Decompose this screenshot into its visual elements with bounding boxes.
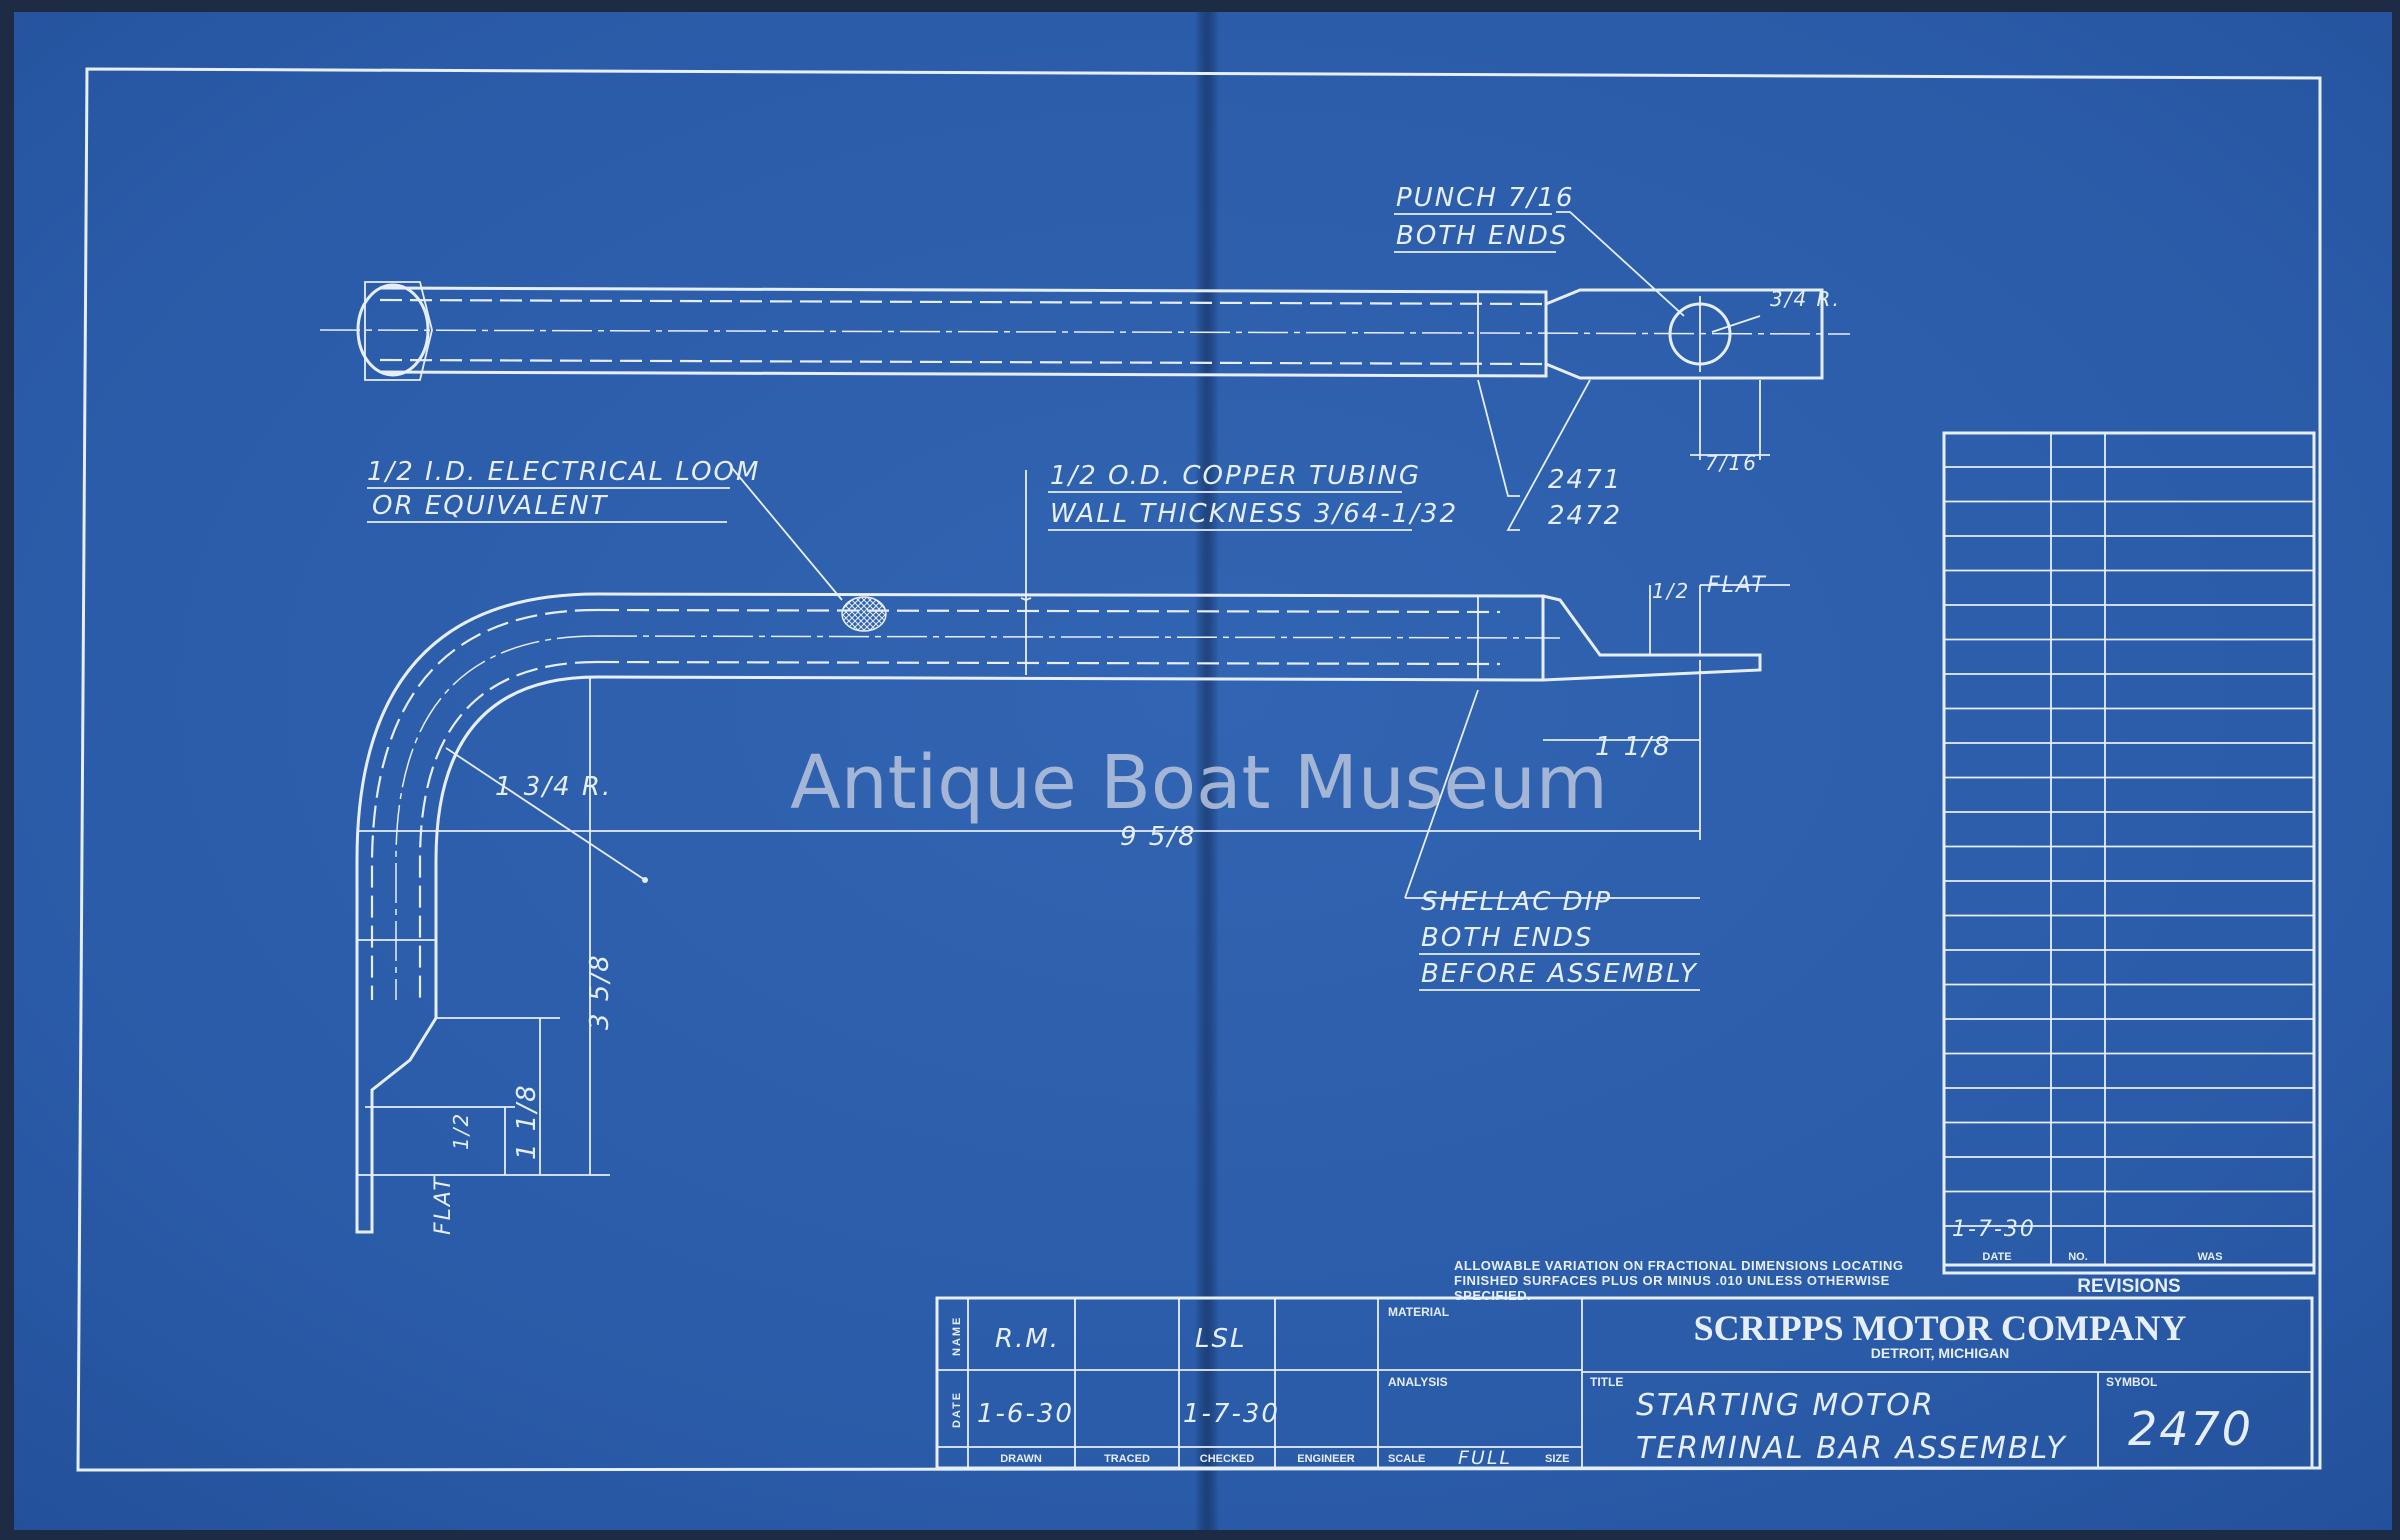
col-checked: CHECKED xyxy=(1200,1453,1254,1465)
rev-col-no: NO. xyxy=(2068,1251,2088,1263)
shellac-note-line1: SHELLAC DIP xyxy=(1421,887,1612,917)
width-dim: 7/16 xyxy=(1705,451,1758,475)
flat-right-label: FLAT xyxy=(1707,573,1767,598)
loom-note-line1: 1/2 I.D. ELECTRICAL LOOM xyxy=(367,457,760,487)
hole-radius-dim: 3/4 R. xyxy=(1770,287,1841,311)
shellac-note-line2: BOTH ENDS xyxy=(1421,923,1593,953)
drawing-symbol: 2470 xyxy=(2128,1402,2253,1456)
flat-left-label: FLAT xyxy=(431,1175,456,1235)
drawing-border xyxy=(76,67,2322,1472)
drawn-date: 1-6-30 xyxy=(977,1399,1074,1429)
loom-note-line2: OR EQUIVALENT xyxy=(372,491,609,521)
tubing-note-line2: WALL THICKNESS 3/64-1/32 xyxy=(1050,499,1458,529)
part-ref-2472: 2472 xyxy=(1548,501,1622,531)
svg-text:ALLOWABLE VARIATION ON FRACTIO: ALLOWABLE VARIATION ON FRACTIONAL DIMENS… xyxy=(1454,1258,1903,1273)
scale-label: SCALE xyxy=(1388,1453,1425,1465)
center-fold xyxy=(1195,12,1219,1530)
flat-length-left-dim: 1 1/8 xyxy=(512,1083,542,1160)
overall-length-dim: 9 5/8 xyxy=(1120,822,1197,852)
title-line2: TERMINAL BAR ASSEMBLY xyxy=(1636,1431,2067,1466)
revisions-table: 1-7-30 DATE NO. WAS REVISIONS xyxy=(1942,431,2316,1297)
title-block: NAME DATE R.M. LSL 1-6-30 1-7-30 DRAWN T… xyxy=(935,1296,2314,1470)
loom-section xyxy=(841,596,887,632)
punch-note-line1: PUNCH 7/16 xyxy=(1396,183,1575,213)
col-drawn: DRAWN xyxy=(1000,1453,1042,1465)
height-dim: 3 5/8 xyxy=(585,953,615,1030)
rev-col-date: DATE xyxy=(1982,1251,2011,1263)
scale-value: FULL xyxy=(1458,1447,1512,1469)
material-label: MATERIAL xyxy=(1388,1305,1449,1319)
col-engineer: ENGINEER xyxy=(1297,1453,1355,1465)
flat-length-right-dim: 1 1/8 xyxy=(1595,732,1672,762)
shellac-note-line3: BEFORE ASSEMBLY xyxy=(1421,959,1698,989)
bend-radius-dim: 1 3/4 R. xyxy=(495,772,612,802)
rev-col-was: WAS xyxy=(2197,1251,2222,1263)
title-label: TITLE xyxy=(1590,1375,1623,1389)
checked-name: LSL xyxy=(1195,1324,1246,1354)
scale-suffix: SIZE xyxy=(1545,1453,1569,1465)
top-view: PUNCH 7/16 BOTH ENDS 3/4 R. 7/16 2471 24… xyxy=(319,183,1851,531)
company-location: DETROIT, MICHIGAN xyxy=(1871,1345,2009,1361)
tolerance-note: ALLOWABLE VARIATION ON FRACTIONAL DIMENS… xyxy=(1454,1258,1903,1303)
revisions-title: REVISIONS xyxy=(2077,1276,2180,1297)
row-label-date: DATE xyxy=(951,1391,963,1428)
symbol-label: SYMBOL xyxy=(2106,1375,2157,1389)
row-label-name: NAME xyxy=(951,1316,963,1356)
analysis-label: ANALYSIS xyxy=(1388,1375,1448,1389)
part-ref-2471: 2471 xyxy=(1548,465,1622,495)
side-view: 1/2 I.D. ELECTRICAL LOOM OR EQUIVALENT 1… xyxy=(355,457,1790,1235)
watermark: Antique Boat Museum xyxy=(790,740,1608,826)
tubing-note-line1: 1/2 O.D. COPPER TUBING xyxy=(1050,461,1421,491)
col-traced: TRACED xyxy=(1104,1453,1150,1465)
flat-left-dim: 1/2 xyxy=(449,1112,473,1150)
company-name: SCRIPPS MOTOR COMPANY xyxy=(1694,1308,2187,1348)
svg-text:FINISHED SURFACES PLUS OR MINU: FINISHED SURFACES PLUS OR MINUS .010 UNL… xyxy=(1454,1273,1890,1288)
flat-right-dim: 1/2 xyxy=(1652,579,1690,603)
checked-date: 1-7-30 xyxy=(1183,1399,1280,1429)
drawn-name: R.M. xyxy=(995,1324,1060,1354)
title-line1: STARTING MOTOR xyxy=(1636,1388,1935,1423)
svg-text:SPECIFIED.: SPECIFIED. xyxy=(1454,1288,1531,1303)
revision-date: 1-7-30 xyxy=(1952,1217,2036,1242)
punch-note-line2: BOTH ENDS xyxy=(1396,221,1568,251)
